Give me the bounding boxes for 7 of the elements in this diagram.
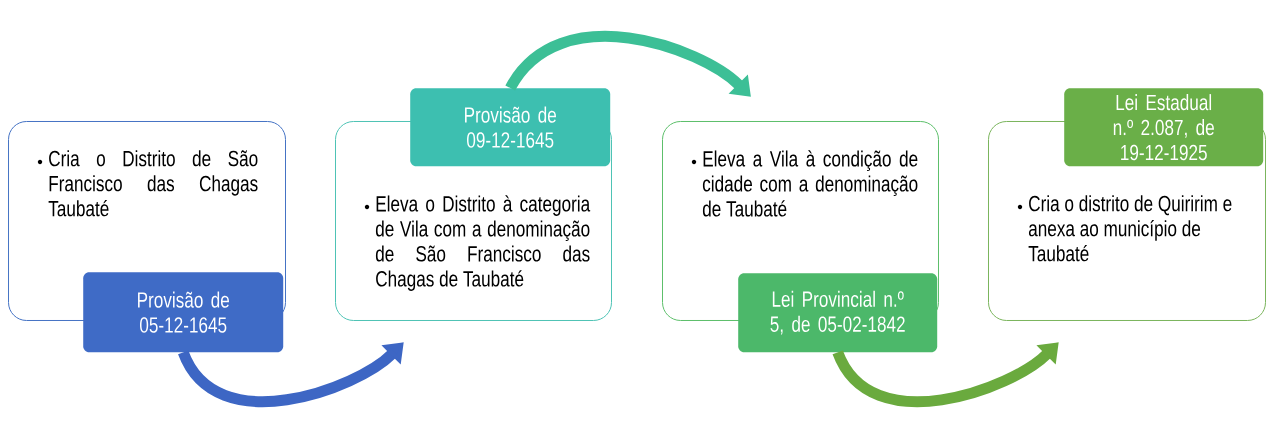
curved-arrow bbox=[832, 342, 1059, 408]
curved-arrow bbox=[178, 342, 404, 407]
curved-arrow bbox=[505, 30, 751, 97]
label-tab: Provisão de 09-12-1645 bbox=[410, 88, 611, 167]
label-tab: Lei Provincial n.º 5, de 05-02-1842 bbox=[738, 273, 938, 353]
label-tab: Lei Estadual n.º 2.087, de 19-12-1925 bbox=[1064, 88, 1264, 167]
label-tab: Provisão de 05-12-1645 bbox=[83, 272, 284, 353]
